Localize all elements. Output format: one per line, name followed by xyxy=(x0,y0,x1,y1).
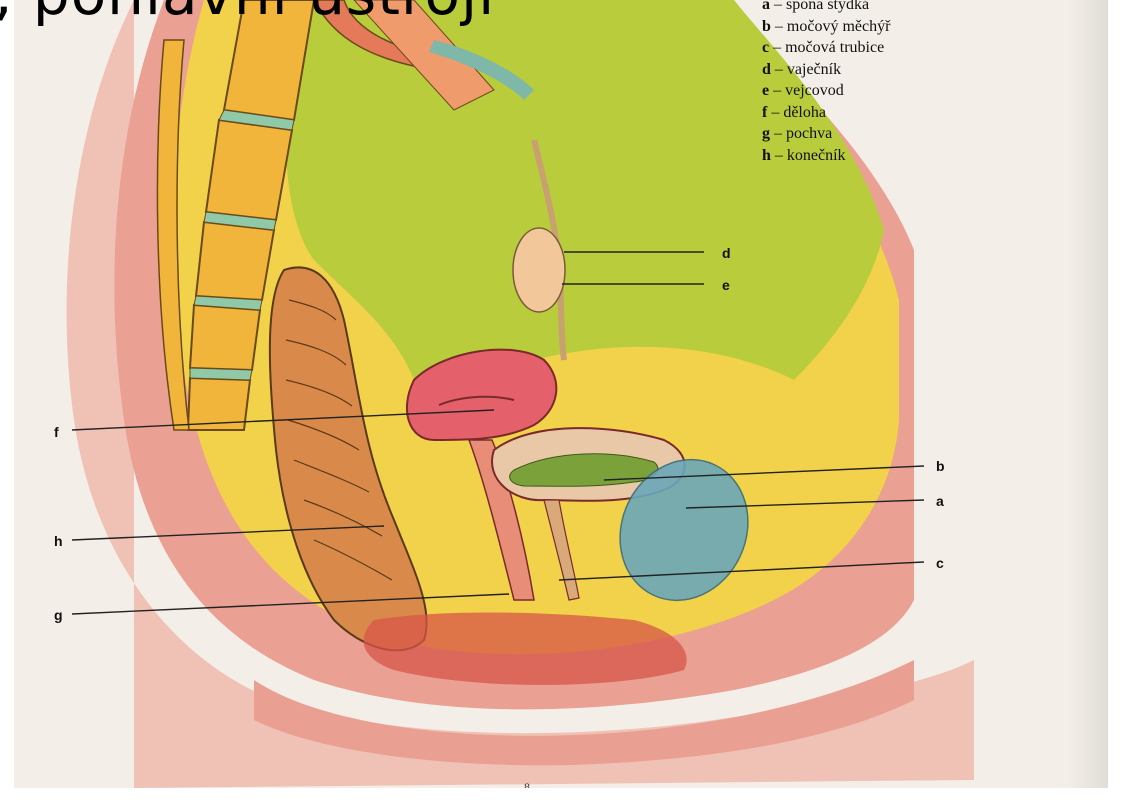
label-d: d xyxy=(722,245,731,261)
label-h: h xyxy=(54,533,63,549)
legend-item-g: g – pochva xyxy=(762,123,890,145)
legend-dash: – xyxy=(771,61,787,78)
legend-key: h xyxy=(762,147,771,164)
legend-text: děloha xyxy=(783,104,826,121)
legend-key: g xyxy=(762,125,770,142)
legend-text: vejcovod xyxy=(785,82,844,99)
legend-key: b xyxy=(762,18,771,35)
legend-text: spona stydká xyxy=(786,0,869,13)
label-c: c xyxy=(936,555,944,571)
label-g: g xyxy=(54,607,63,623)
page-edge-shadow xyxy=(1068,0,1108,788)
legend-text: močový měchýř xyxy=(787,18,891,35)
anatomy-diagram: d e f b a h c g xyxy=(14,0,1108,788)
legend-dash: – xyxy=(767,104,783,121)
legend-dash: – xyxy=(770,0,786,13)
legend-dash: – xyxy=(770,125,786,142)
legend-dash: – xyxy=(769,39,785,56)
label-f: f xyxy=(54,424,59,440)
legend-text: konečník xyxy=(787,147,846,164)
legend-key: a xyxy=(762,0,770,13)
page-headline: , pohlavní ústrojí xyxy=(0,0,495,28)
legend-item-b: b – močový měchýř xyxy=(762,16,890,38)
ovary xyxy=(513,228,565,312)
page-number: 8 xyxy=(524,780,530,788)
legend-dash: – xyxy=(771,18,787,35)
legend-item-f: f – děloha xyxy=(762,102,890,124)
legend-item-a: a – spona stydká xyxy=(762,0,890,16)
legend-dash: – xyxy=(771,147,787,164)
legend-item-h: h – konečník xyxy=(762,145,890,167)
legend-key: d xyxy=(762,61,771,78)
legend-text: pochva xyxy=(786,125,832,142)
legend-item-e: e – vejcovod xyxy=(762,80,890,102)
label-b: b xyxy=(936,458,945,474)
label-a: a xyxy=(936,493,944,509)
legend-dash: – xyxy=(769,82,785,99)
legend-item-c: c – močová trubice xyxy=(762,37,890,59)
legend-item-d: d – vaječník xyxy=(762,59,890,81)
legend-text: močová trubice xyxy=(785,39,884,56)
legend-text: vaječník xyxy=(787,61,841,78)
scanned-page: Vývoj ... funkce ...epitelu ...(morulu) … xyxy=(14,0,1108,788)
label-e: e xyxy=(722,277,730,293)
